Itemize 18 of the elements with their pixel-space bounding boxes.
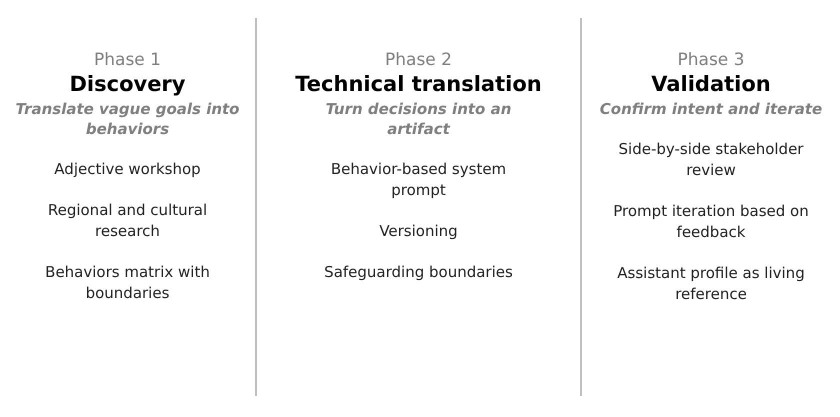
step-text: Behaviors matrix with boundaries — [44, 262, 211, 304]
phase-number: Phase 2 — [385, 50, 452, 70]
phase-number: Phase 3 — [678, 50, 744, 70]
step-text: Safeguarding boundaries — [324, 262, 513, 283]
phase-number: Phase 1 — [94, 50, 161, 70]
step-text: Prompt iteration based on feedback — [612, 201, 810, 243]
phase-subtitle: Turn decisions into an artifact — [324, 99, 512, 139]
step-text: Regional and cultural research — [46, 200, 208, 242]
phase-title: Validation — [651, 72, 771, 96]
step-text: Assistant profile as living reference — [616, 263, 806, 305]
step-text: Adjective workshop — [54, 159, 201, 180]
phase-subtitle: Translate vague goals into behaviors — [15, 99, 240, 139]
step-text: Behavior-based system prompt — [330, 159, 508, 201]
step-text: Side-by-side stakeholder review — [618, 139, 804, 181]
step-text: Versioning — [379, 221, 458, 242]
phase-subtitle: Confirm intent and iterate — [600, 99, 822, 119]
phase-title: Discovery — [70, 72, 186, 96]
phase-title: Technical translation — [295, 72, 542, 96]
